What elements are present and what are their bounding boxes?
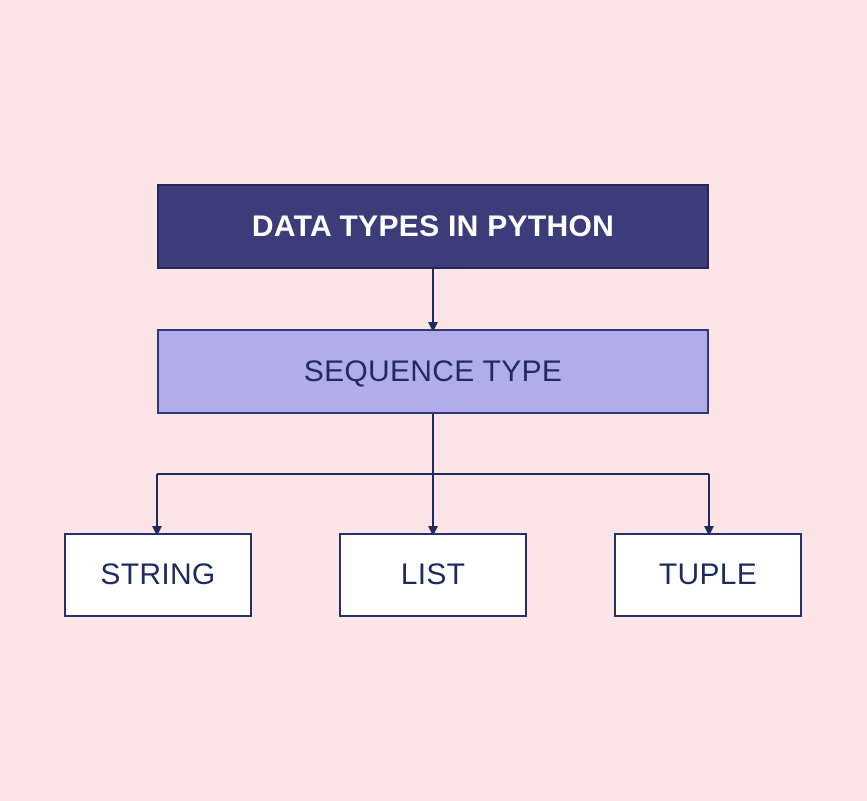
leaf-node-label: STRING (100, 558, 216, 591)
sequence-type-node: SEQUENCE TYPE (157, 329, 709, 414)
root-node-label: DATA TYPES IN PYTHON (251, 209, 615, 243)
root-node: DATA TYPES IN PYTHON (157, 184, 709, 269)
leaf-node-label: TUPLE (658, 558, 758, 591)
leaf-node-tuple: TUPLE (614, 533, 802, 617)
sequence-type-label: SEQUENCE TYPE (303, 354, 563, 388)
leaf-node-string: STRING (64, 533, 252, 617)
leaf-node-list: LIST (339, 533, 527, 617)
leaf-node-label: LIST (400, 558, 466, 591)
